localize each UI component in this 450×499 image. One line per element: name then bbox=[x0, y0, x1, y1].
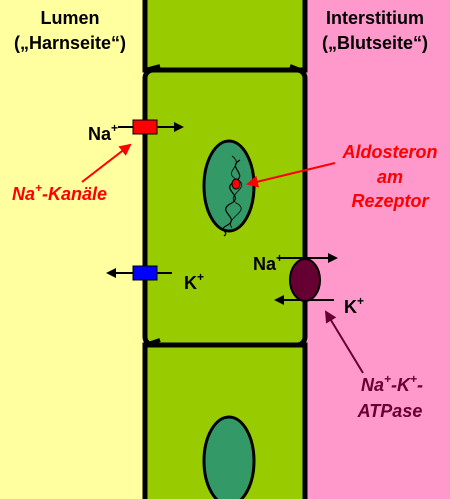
na-channel-pointer bbox=[81, 143, 132, 183]
na-channel-ion-label: Na+ bbox=[88, 121, 118, 144]
interstitium-region bbox=[305, 0, 450, 499]
tight-junction bbox=[289, 64, 306, 74]
atpase-pointer bbox=[324, 310, 364, 374]
lumen-subtitle: („Harnseite“) bbox=[14, 33, 126, 53]
aldosterone-label-line2: am bbox=[377, 167, 403, 187]
na-k-atpase-pump bbox=[289, 258, 321, 302]
interstitium-title: Interstitium bbox=[326, 8, 424, 28]
na-channel bbox=[132, 119, 158, 135]
aldosterone-pointer bbox=[246, 162, 336, 188]
pump-na-label: Na+ bbox=[253, 251, 283, 274]
interstitium-subtitle: („Blutseite“) bbox=[322, 33, 428, 53]
tight-junction bbox=[144, 64, 161, 72]
atpase-label-line1: Na+-K+- bbox=[361, 372, 423, 395]
dna-strand bbox=[222, 159, 241, 237]
na-channel-name-label: Na+-Kanäle bbox=[12, 181, 107, 204]
k-channel-ion-label: K+ bbox=[184, 270, 204, 293]
k-channel bbox=[132, 265, 158, 281]
aldosterone-label-line3: Rezeptor bbox=[351, 191, 429, 211]
nucleus bbox=[202, 139, 256, 233]
aldosterone-label-line1: Aldosteron bbox=[341, 142, 437, 162]
upper-neighbor-cell bbox=[142, 0, 308, 73]
dna-strand bbox=[230, 155, 243, 229]
tight-junction bbox=[144, 338, 161, 347]
lumen-title: Lumen bbox=[40, 8, 99, 28]
atpase-label-line2: ATPase bbox=[357, 401, 423, 421]
aldosterone-receptor-dot bbox=[231, 178, 241, 190]
nucleus-lower bbox=[202, 415, 256, 499]
lumen-region bbox=[0, 0, 150, 499]
pump-k-label: K+ bbox=[344, 294, 364, 317]
